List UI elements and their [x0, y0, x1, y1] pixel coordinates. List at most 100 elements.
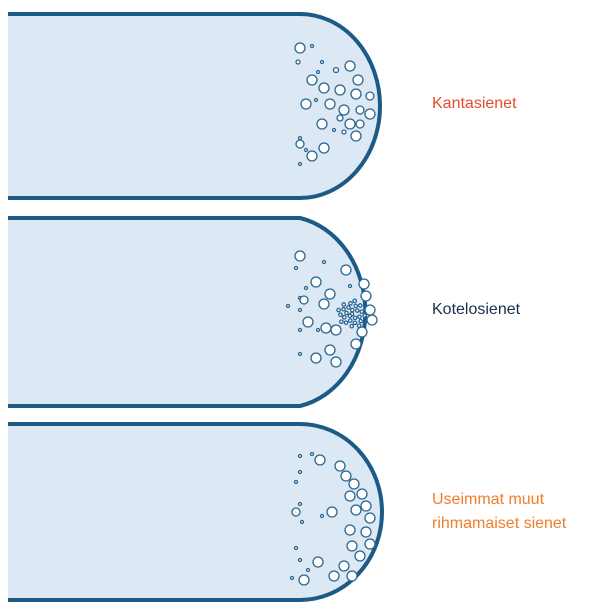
bubble — [358, 315, 361, 318]
bubble — [351, 339, 361, 349]
bubble — [345, 311, 348, 314]
bubble — [299, 559, 302, 562]
bubble — [351, 505, 361, 515]
bubble — [363, 314, 366, 317]
bubble — [349, 319, 352, 322]
bubble — [360, 310, 363, 313]
bubble — [357, 327, 367, 337]
bubble — [342, 130, 346, 134]
bubble — [295, 251, 305, 261]
label-kantasienet: Kantasienet — [432, 92, 517, 116]
bubble — [349, 479, 359, 489]
bubble — [317, 119, 327, 129]
bubble — [301, 99, 311, 109]
bubble — [347, 306, 350, 309]
bubble — [357, 324, 360, 327]
bubble — [331, 357, 341, 367]
bubble — [299, 575, 309, 585]
bubble — [337, 115, 343, 121]
bubble — [335, 85, 345, 95]
bubble — [295, 547, 298, 550]
hypha-tip-3 — [8, 424, 382, 600]
bubble — [359, 279, 369, 289]
bubble — [325, 345, 335, 355]
bubble — [300, 296, 308, 304]
hypha-panel-2 — [8, 218, 377, 406]
bubble — [295, 43, 305, 53]
bubble — [361, 501, 371, 511]
bubble — [296, 140, 304, 148]
bubble — [366, 92, 374, 100]
bubble — [365, 305, 375, 315]
hypha-panel-3 — [8, 424, 382, 600]
bubble — [343, 316, 346, 319]
bubble — [351, 308, 354, 311]
bubble — [349, 285, 352, 288]
bubble — [339, 561, 349, 571]
bubble — [341, 265, 351, 275]
bubble — [357, 489, 367, 499]
hypha-tip-2 — [8, 218, 365, 406]
bubble — [365, 513, 375, 523]
label-useimmat-muut-rihmamaiset-sienet: Useimmat muut rihmamaiset sienet — [432, 488, 600, 536]
bubble — [359, 304, 362, 307]
bubble — [299, 503, 302, 506]
bubble — [341, 471, 351, 481]
bubble — [349, 302, 352, 305]
bubble — [340, 320, 343, 323]
bubble — [354, 304, 357, 307]
bubble — [345, 491, 355, 501]
bubble — [307, 569, 310, 572]
bubble — [311, 277, 321, 287]
bubble — [353, 75, 363, 85]
bubble — [299, 353, 302, 356]
bubble — [356, 106, 364, 114]
bubble — [351, 131, 361, 141]
bubble — [299, 163, 302, 166]
bubble — [299, 329, 302, 332]
bubble — [313, 557, 323, 567]
bubble — [351, 89, 361, 99]
bubble — [325, 99, 335, 109]
bubble — [344, 321, 347, 324]
bubble — [295, 267, 298, 270]
bubble — [359, 319, 362, 322]
bubble — [365, 109, 375, 119]
bubble — [319, 143, 329, 153]
bubble — [342, 308, 345, 311]
bubble — [347, 571, 357, 581]
bubble — [321, 515, 324, 518]
bubble — [295, 481, 298, 484]
bubble — [331, 325, 341, 335]
bubble — [315, 455, 325, 465]
hypha-tip-1 — [8, 14, 380, 198]
bubble — [356, 309, 359, 312]
bubble — [307, 75, 317, 85]
bubble — [334, 68, 339, 73]
bubble — [325, 289, 335, 299]
bubble — [361, 527, 371, 537]
bubble — [365, 539, 375, 549]
bubble — [315, 99, 318, 102]
bubble — [317, 71, 320, 74]
bubble — [287, 305, 290, 308]
bubble — [299, 137, 302, 140]
bubble — [307, 151, 317, 161]
bubble — [333, 129, 336, 132]
bubble — [323, 261, 326, 264]
bubble — [353, 316, 356, 319]
bubble — [321, 61, 324, 64]
bubble — [299, 309, 302, 312]
bubble — [311, 353, 321, 363]
bubble — [345, 525, 355, 535]
bubble — [301, 521, 304, 524]
bubble — [329, 571, 339, 581]
bubble — [356, 120, 364, 128]
label-kotelosienet: Kotelosienet — [432, 298, 520, 322]
bubble — [350, 325, 353, 328]
bubble — [367, 315, 377, 325]
bubble — [355, 551, 365, 561]
bubble — [292, 508, 300, 516]
bubble — [303, 317, 313, 327]
bubble — [311, 45, 314, 48]
